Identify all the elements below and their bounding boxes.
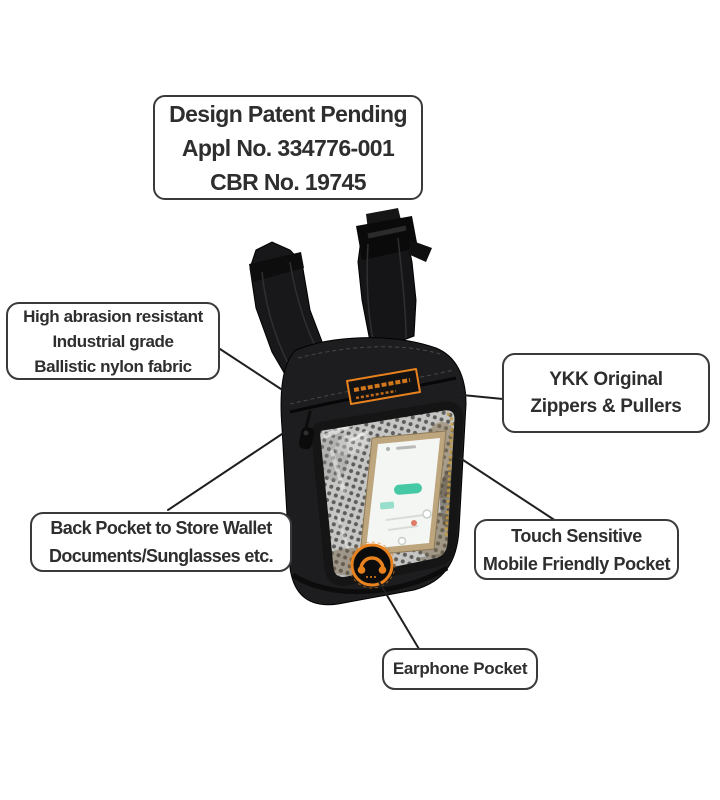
callout-earphone-pocket-line-1: Earphone Pocket (392, 659, 528, 678)
patent-line-1: Design Patent Pending (169, 100, 407, 127)
callout-line-touch-pocket (459, 457, 557, 522)
phone (359, 430, 447, 557)
callout-fabric-line-3: Ballistic nylon fabric (34, 356, 192, 376)
callout-line-zippers (451, 393, 504, 400)
callout-back-pocket-line-1: Back Pocket to Store Wallet (50, 518, 272, 538)
patent-line-3: CBR No. 19745 (210, 168, 366, 195)
shoulder-strap-right (356, 208, 432, 353)
earphone-port-badge (348, 541, 396, 589)
patent-info-box: Design Patent Pending Appl No. 334776-00… (153, 95, 423, 200)
callout-touch-pocket-line-1: Touch Sensitive (511, 525, 642, 546)
callout-back-pocket: Back Pocket to Store Wallet Documents/Su… (30, 512, 292, 572)
callout-line-earphone-pocket (378, 581, 420, 650)
brand-logo-patch (346, 368, 421, 405)
headphone-icon (357, 556, 387, 578)
patent-line-2: Appl No. 334776-001 (181, 134, 395, 161)
callout-zippers: YKK Original Zippers & Pullers (502, 353, 710, 433)
callout-line-back-pocket (167, 431, 286, 511)
callout-zippers-line-2: Zippers & Pullers (530, 396, 682, 417)
callout-zippers-line-1: YKK Original (549, 369, 663, 390)
callout-earphone-pocket: Earphone Pocket (382, 648, 538, 690)
callout-touch-pocket: Touch Sensitive Mobile Friendly Pocket (474, 519, 679, 580)
callout-fabric-line-2: Industrial grade (52, 331, 174, 351)
zipper-puller-left (298, 410, 315, 450)
strap-buckle (356, 216, 432, 262)
callout-touch-pocket-line-2: Mobile Friendly Pocket (482, 553, 671, 574)
callout-back-pocket-line-2: Documents/Sunglasses etc. (48, 546, 274, 566)
callout-fabric: High abrasion resistant Industrial grade… (6, 302, 220, 380)
callout-line-fabric (219, 348, 288, 394)
gold-zipper (444, 412, 454, 539)
callout-fabric-line-1: High abrasion resistant (23, 306, 203, 326)
clear-pocket-window (311, 401, 464, 586)
